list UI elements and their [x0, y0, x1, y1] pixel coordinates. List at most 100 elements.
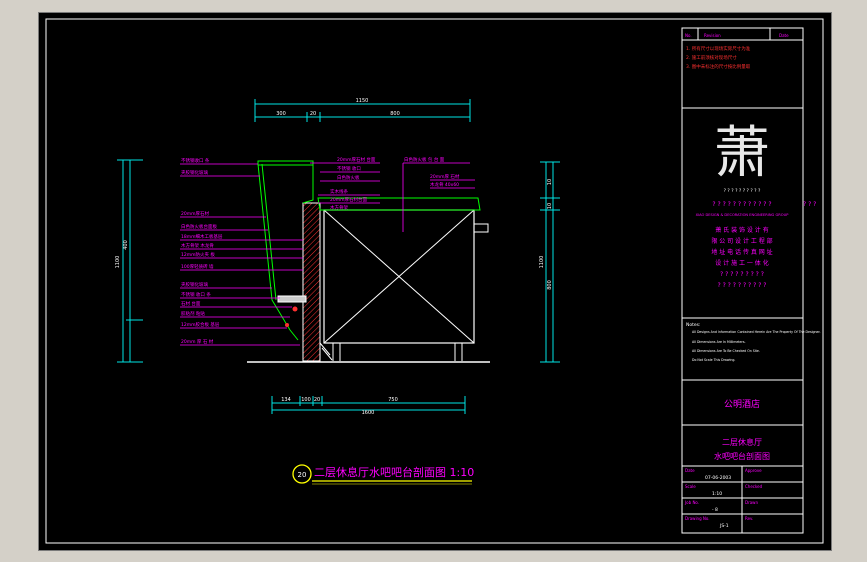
dim-top-left: 300 [276, 111, 286, 117]
label-date: Date [685, 468, 695, 473]
dim-right-a: 10 [547, 179, 553, 185]
dim-bottom-a: 134 [281, 397, 291, 403]
callout-label: 20mm厚石材 台面 [337, 156, 376, 163]
callouts-right: 白色防火板 包 台 面 20mm厚 石材 木龙骨 40x60 [404, 156, 460, 188]
top-ledge [257, 160, 314, 166]
note-en-line: All Designs And Information Contained He… [692, 330, 821, 334]
label-drawing-no: Drawing No. [685, 516, 710, 521]
dim-bottom-c: 20 [314, 397, 320, 403]
label-approve: Approve [745, 468, 762, 473]
callout-label: 实木线条 [330, 188, 348, 195]
callout-label: 12mm胶合板 基层 [181, 321, 220, 328]
company-row: 地 址 电 话 传 真 网 址 [711, 248, 772, 256]
callout-label: 18mm细木工板基层 [181, 233, 223, 240]
label-drawn: Drawn [745, 500, 758, 505]
dim-right [540, 161, 560, 363]
title-block: No. Revision Date 1. 所有尺寸以现场实际尺寸为准 2. 施工… [681, 27, 821, 534]
label-job-no: Job No. [684, 500, 699, 505]
note-line: 1. 所有尺寸以现场实际尺寸为准 [686, 45, 751, 52]
company-row: 设 计 施 工 一 体 化 [715, 259, 768, 267]
company-row: ? ? ? ? ? ? ? ? ? ? [717, 282, 766, 289]
tb-notes-cn: 1. 所有尺寸以现场实际尺寸为准 2. 施工前须核对现场尺寸 3. 图中未标注的… [686, 45, 751, 70]
dim-right-d: 800 [547, 280, 553, 290]
value-scale: 1:10 [712, 491, 722, 497]
dim-bottom-b: 100 [301, 397, 311, 403]
callout-label: 白色防火板 [337, 174, 360, 181]
dim-top-mid: 20 [310, 111, 316, 117]
label-scale: Scale [685, 484, 696, 489]
dim-left [117, 159, 143, 363]
section-mark: 20 [298, 471, 307, 479]
dim-bottom [271, 396, 466, 414]
drawing-name-2: 水吧吧台剖面图 [714, 451, 770, 461]
dim-left-upper: 400 [123, 240, 129, 250]
callout-label: 不锈钢 收口 条 [181, 291, 211, 298]
dim-top-right: 800 [390, 111, 400, 117]
notes-title: Notes: [686, 322, 701, 328]
dim-right-b: 10 [547, 203, 553, 209]
callout-label: 不锈钢收口 条 [181, 157, 210, 164]
callout-label: 木方骨架 木龙骨 [181, 242, 214, 249]
callout-label: 不锈钢 收口 [337, 165, 361, 172]
callout-label: 木龙骨 40x60 [430, 181, 459, 188]
section-mark-circle [292, 464, 312, 484]
value-date: 07-06-2003 [705, 475, 731, 481]
company-row: 萧 氏 装 饰 设 计 有 [715, 226, 768, 234]
callout-label: 白色防火板台面板 [181, 223, 217, 230]
drawing-name-1: 二层休息厅 [722, 437, 762, 447]
leaders-top [310, 162, 475, 232]
callout-label: 夹胶钢化玻璃 [181, 169, 208, 176]
company-row: ? ? ? ? ? ? ? ? ? [720, 271, 764, 278]
info-grid [682, 465, 803, 533]
company-logo: 萧 [714, 121, 770, 186]
callout-label: 20mm厚 石材 [430, 173, 460, 180]
callout-label: 20mm厚石材台面 [330, 196, 367, 203]
callout-label: 100厚轻质砖 墙 [181, 263, 214, 270]
callout-label: 12mm防火夹 板 [181, 251, 215, 258]
note-en-line: All Dimensions Are In Millimeters. [692, 340, 746, 344]
logo-subtitle: ? ? ? ? ? ? ? ? ? ? [724, 188, 761, 194]
callout-label: 胶粘剂 粘贴 [181, 310, 205, 317]
dim-left-total: 1100 [115, 256, 121, 269]
callouts-left: 不锈钢收口 条 夹胶钢化玻璃 20mm厚石材 白色防火板台面板 18mm细木工板… [181, 157, 223, 345]
drawing-title: 二层休息厅水吧吧台剖面图 1:10 [314, 465, 474, 479]
value-job-no: - 8 [712, 507, 718, 513]
notes-en: All Designs And Information Contained He… [692, 330, 821, 362]
dim-bottom-right: 750 [388, 397, 398, 403]
label-rev: Rev. [745, 516, 753, 521]
note-en-line: Do Not Scale This Drawing. [692, 358, 735, 362]
note-en-line: All Dimensions Are To Be Checked On Site… [692, 349, 760, 353]
callout-label: 20mm厚石材 [181, 210, 209, 217]
inner-border [45, 18, 824, 544]
info-values: 07-06-2003 1:10 - 8 JS-1 [705, 475, 731, 529]
note-line: 2. 施工前须核对现场尺寸 [686, 54, 737, 61]
company-line: ? ? ? ? ? ? ? ? ? ? ? ? [712, 201, 771, 208]
drawing-sheet [38, 12, 832, 551]
callout-label: 白色防火板 包 台 面 [404, 156, 445, 163]
label-checked: Checked [745, 484, 763, 489]
section-drawing: 1150 300 20 800 134 100 20 750 1600 [115, 98, 560, 485]
tb-header-revision: Revision [704, 33, 721, 38]
callouts-top: 20mm厚石材 台面 不锈钢 收口 白色防火板 实木线条 20mm厚石材台面 木… [330, 156, 376, 211]
svg-text:? ? ?: ? ? ? [803, 201, 816, 208]
project-name: 公明酒店 [724, 398, 760, 410]
info-labels: Date Approve Scale Checked Job No. Drawn… [684, 468, 763, 521]
callout-label: 石材 台面 [181, 300, 201, 307]
tb-header-date: Date [779, 33, 789, 38]
dim-right-c: 1100 [539, 256, 545, 269]
glass-panel [257, 163, 299, 341]
tb-header-no: No. [685, 33, 692, 38]
counter-top [317, 197, 481, 211]
lower-ledge [277, 295, 307, 303]
callout-label: 木方骨架 [330, 204, 348, 211]
company-en: XIAO DESIGN & DECORATION ENGINEERING GRO… [696, 213, 790, 217]
company-cn: 萧 氏 装 饰 设 计 有 限 公 司 设 计 工 程 部 地 址 电 话 传 … [711, 226, 772, 289]
leaders-left [180, 163, 303, 346]
dim-bottom-total: 1600 [362, 410, 375, 416]
value-drawing-no: JS-1 [719, 523, 729, 529]
note-line: 3. 图中未标注的尺寸按比例量取 [686, 63, 751, 70]
callout-label: 20mm 厚 石 材 [181, 338, 214, 345]
callout-label: 夹胶钢化玻璃 [181, 281, 208, 288]
